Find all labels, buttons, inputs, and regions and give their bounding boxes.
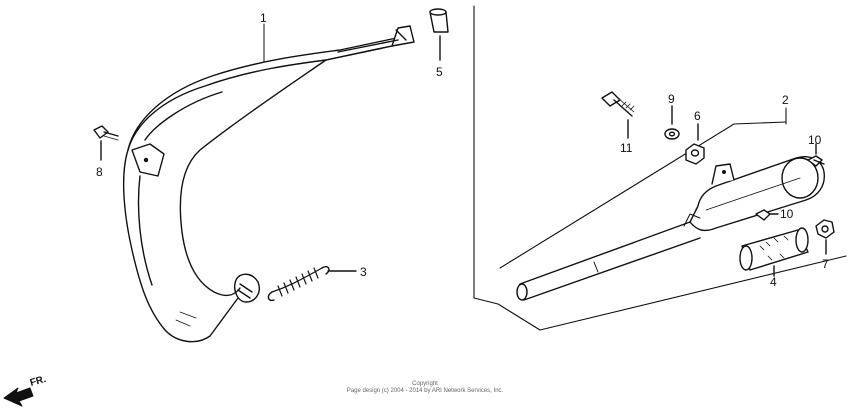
bolt-8-icon [93, 125, 119, 161]
screw-10-lower-icon [755, 209, 779, 221]
copyright-line-1: Copyright [412, 381, 438, 387]
front-direction-label: FR. [29, 374, 48, 389]
callout-10-lower: 10 [780, 207, 794, 221]
callout-10-upper: 10 [808, 133, 822, 147]
silencer-2 [516, 156, 825, 301]
nut-6-icon [685, 123, 705, 165]
callout-2: 2 [782, 93, 789, 107]
callout-11: 11 [620, 141, 633, 155]
callout-6: 6 [694, 109, 701, 123]
callout-7: 7 [822, 257, 829, 271]
washer-9-icon [664, 105, 680, 140]
front-direction-arrow: FR. [3, 374, 48, 407]
callout-9: 9 [668, 92, 675, 106]
spring-3-icon [267, 265, 357, 302]
packing-4-icon [739, 227, 809, 277]
grommet-7-icon [815, 219, 835, 255]
callout-1: 1 [260, 11, 267, 25]
assembly-bracket [473, 5, 847, 331]
leader-lines [263, 23, 787, 123]
callout-3: 3 [360, 265, 367, 279]
callout-4: 4 [770, 275, 777, 289]
callout-8: 8 [96, 165, 103, 179]
screw-10-upper-icon [807, 143, 825, 167]
callout-5: 5 [436, 65, 443, 79]
callout-labels: 1 2 3 4 5 6 7 8 9 10 10 11 [96, 11, 829, 289]
copyright-line-2: Page design (c) 2004 - 2014 by ARI Netwo… [346, 388, 504, 394]
exhaust-chamber [122, 25, 415, 343]
bolt-11-icon [601, 91, 635, 139]
sleeve-5-icon [429, 8, 449, 61]
